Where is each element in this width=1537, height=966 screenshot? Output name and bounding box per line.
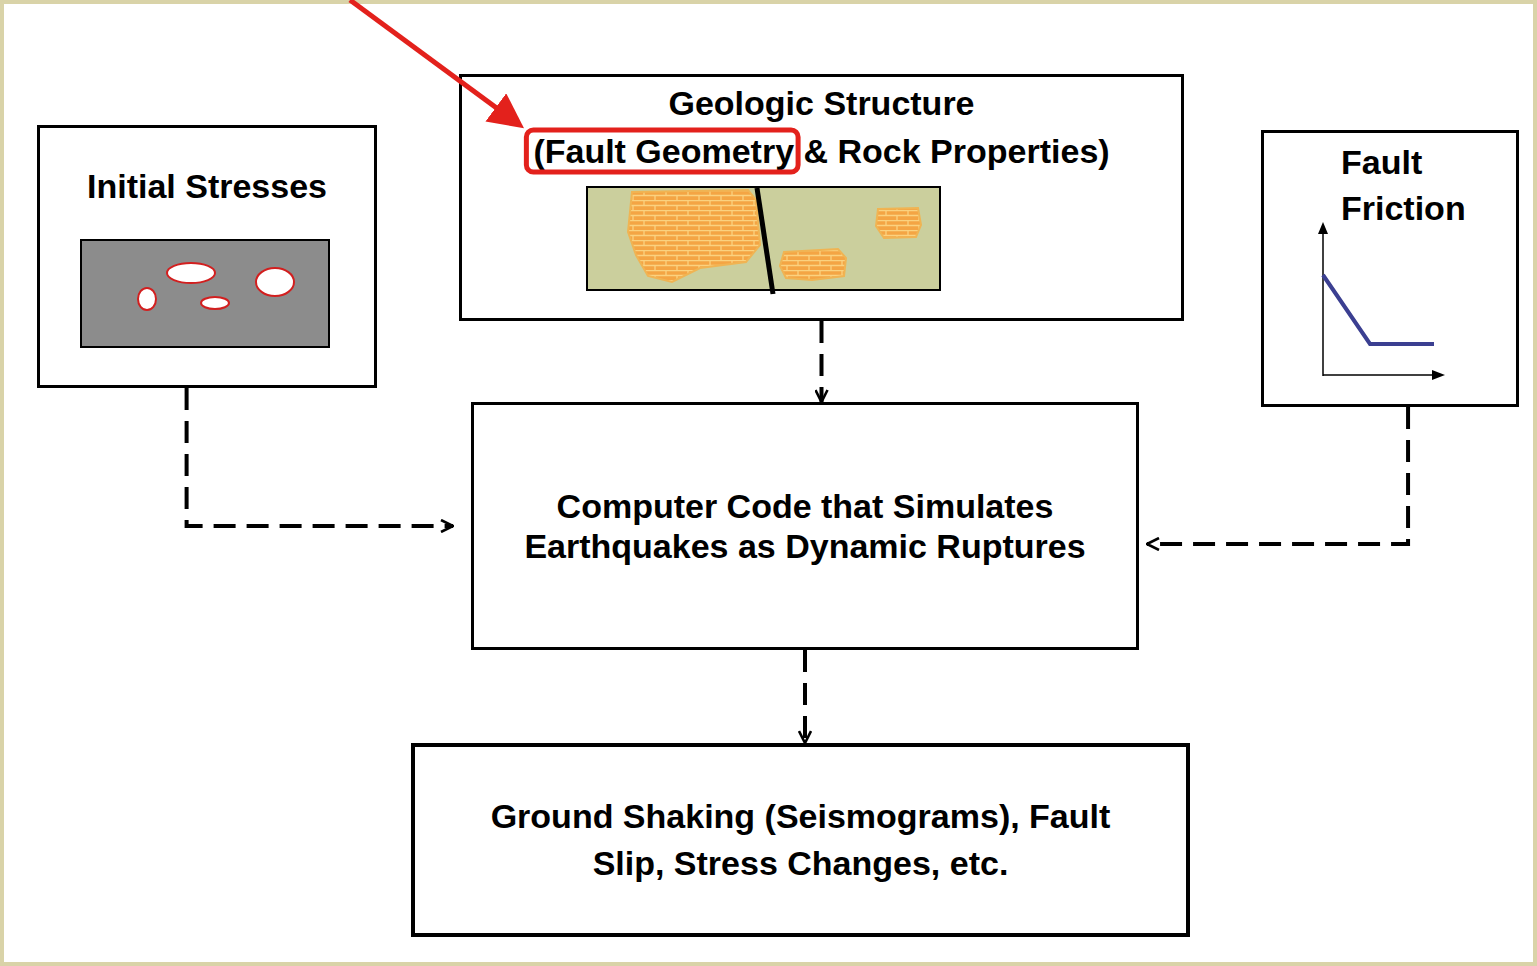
fault-line: [757, 188, 773, 294]
input-box: Geologic Structure(Fault Geometry & Rock…: [459, 74, 1184, 321]
dashed-connector: [820, 321, 824, 402]
box-subheading: (Fault Geometry & Rock Properties): [472, 127, 1171, 175]
box-heading: Geologic Structure: [472, 79, 1171, 127]
highlight-box: [526, 130, 798, 172]
box-heading: Computer Code that Simulates Earthquakes…: [504, 486, 1106, 566]
dashed-connector: [803, 650, 807, 743]
pointer-arrow: [350, 0, 518, 124]
friction-graph: [1318, 222, 1445, 380]
output-box: Ground Shaking (Seismograms), Fault Slip…: [411, 743, 1190, 937]
dashed-connector: [187, 388, 453, 526]
stress-panel: [81, 240, 329, 347]
geology-panel: [587, 187, 940, 294]
input-box: Initial Stresses: [37, 125, 377, 388]
process-box: Computer Code that Simulates Earthquakes…: [471, 402, 1139, 650]
box-heading: Ground Shaking (Seismograms), Fault Slip…: [455, 793, 1146, 887]
box-heading: Fault Friction: [1341, 139, 1508, 231]
box-heading: Initial Stresses: [50, 166, 364, 206]
input-box: Fault Friction: [1261, 130, 1519, 407]
dashed-connector: [1147, 407, 1408, 544]
